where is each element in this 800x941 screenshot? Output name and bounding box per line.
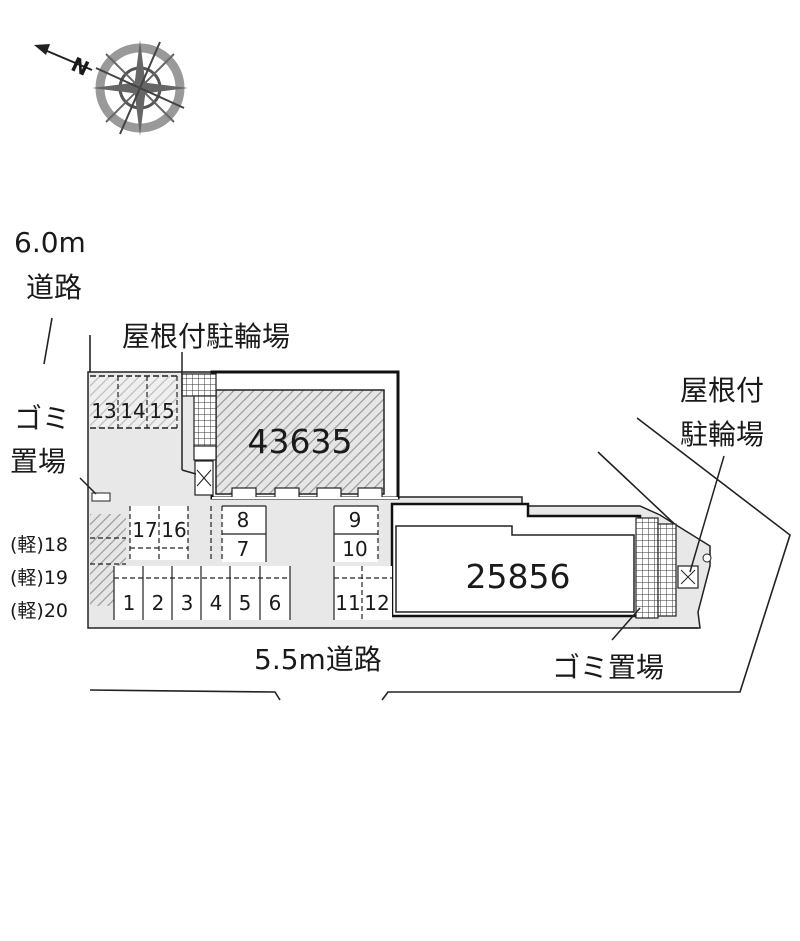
parking-space-4: 4 (210, 591, 223, 615)
north-arrow-icon: N (34, 44, 93, 81)
compass-rose-icon (92, 40, 188, 136)
parking-space-15: 15 (149, 399, 174, 423)
parking-space-16: 16 (161, 518, 186, 542)
garbage-box-west (91, 492, 111, 502)
garbage-west-label-2: 置場 (10, 445, 66, 478)
building-25856: 25856 (390, 502, 642, 618)
parking-group-7-8: 8 7 (210, 505, 267, 562)
building-id-label: 25856 (466, 557, 571, 596)
parking-space-3: 3 (181, 591, 194, 615)
parking-group-9-10: 9 10 (333, 505, 379, 562)
leader-lines (79, 352, 725, 641)
north-label: N (68, 52, 93, 81)
parking-space-10: 10 (342, 537, 367, 561)
parking-space-2: 2 (152, 591, 165, 615)
parking-group-1-6: 1 2 3 4 5 6 (113, 566, 291, 620)
bike-parking-east-label-2: 駐輪場 (680, 418, 764, 451)
parking-space-12: 12 (364, 591, 389, 615)
road-south-label: 5.5m道路 (254, 643, 382, 676)
building-id-label: 43635 (248, 422, 353, 461)
parking-space-6: 6 (269, 591, 282, 615)
north-bike-parking (181, 373, 217, 496)
road-west-name-label: 道路 (26, 271, 82, 304)
garbage-east-label: ゴミ置場 (552, 651, 664, 684)
parking-space-14: 14 (120, 399, 145, 423)
parking-space-8: 8 (237, 508, 250, 532)
bike-parking-east-label-1: 屋根付 (680, 374, 764, 407)
parking-group-11-12: 11 12 (333, 566, 392, 620)
parking-space-11: 11 (335, 591, 360, 615)
parking-group-north-west: 13 14 15 (90, 375, 178, 429)
parking-space-13: 13 (91, 399, 116, 423)
east-bike-parking (635, 517, 712, 619)
parking-space-9: 9 (349, 508, 362, 532)
building-43635: 43635 (210, 370, 400, 500)
parking-space-1: 1 (123, 591, 136, 615)
parking-group-16-17: 17 16 (129, 506, 189, 560)
kei-space-19-label: (軽)19 (10, 567, 68, 589)
kei-space-20-label: (軽)20 (10, 600, 68, 622)
road-west-width-label: 6.0m (14, 226, 86, 259)
kei-space-18-label: (軽)18 (10, 534, 68, 556)
parking-space-17: 17 (132, 518, 157, 542)
bike-parking-north-label: 屋根付駐輪場 (122, 320, 290, 353)
parking-space-5: 5 (239, 591, 252, 615)
parking-space-7: 7 (237, 537, 250, 561)
garbage-west-label-1: ゴミ (14, 402, 70, 435)
